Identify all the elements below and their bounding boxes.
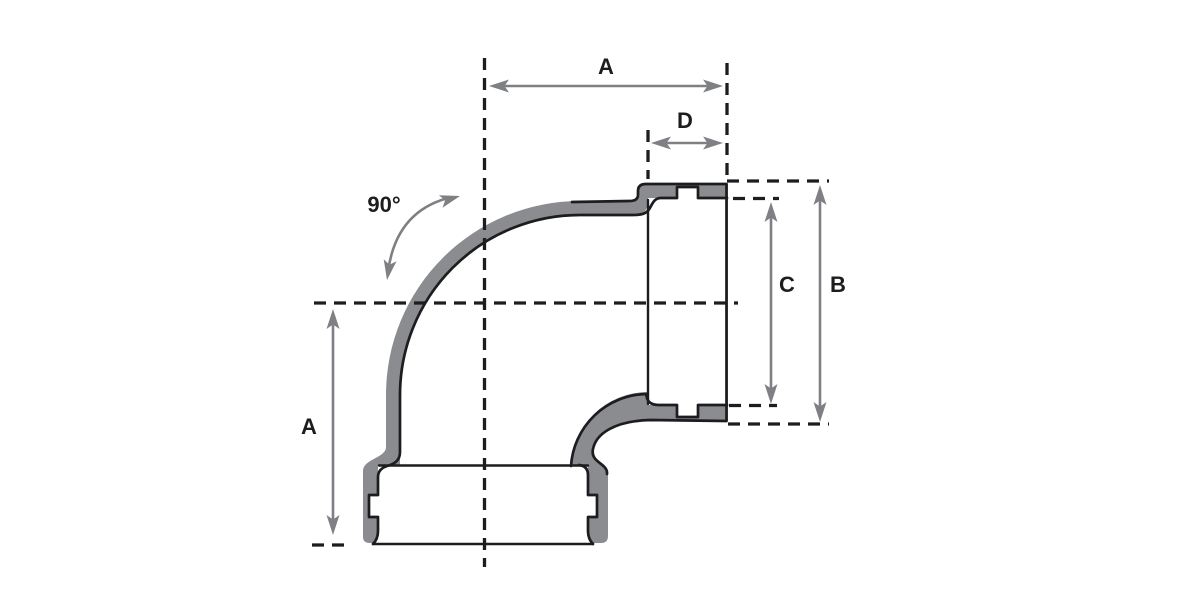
arrowhead-a-top-right-icon bbox=[703, 79, 723, 93]
arrowhead-d-left-icon bbox=[651, 136, 671, 150]
arrowhead-b-bottom-icon bbox=[813, 402, 827, 422]
dimension-lines bbox=[331, 84, 822, 522]
dimension-label-d: D bbox=[677, 108, 693, 133]
hub-socket-interior bbox=[648, 186, 727, 417]
dimension-label-b: B bbox=[830, 272, 846, 297]
dimension-label-c: C bbox=[779, 272, 795, 297]
arrowhead-a-left-top-icon bbox=[326, 309, 340, 329]
body-outer-outline bbox=[570, 182, 728, 476]
dimension-label-a-top: A bbox=[598, 54, 614, 79]
pipe-bore bbox=[400, 200, 648, 467]
arrowhead-angle-end-icon bbox=[438, 195, 460, 208]
socket-right-outline bbox=[577, 463, 599, 546]
arrowhead-c-bottom-icon bbox=[764, 384, 778, 404]
arrowhead-angle-start-icon bbox=[383, 259, 397, 280]
arrowhead-a-top-left-icon bbox=[489, 79, 509, 93]
arrowhead-b-top-icon bbox=[813, 185, 827, 205]
bore-upper-outline bbox=[367, 185, 729, 546]
arrowhead-a-left-bottom-icon bbox=[326, 515, 340, 535]
dimension-labels: A D A C B 90° bbox=[301, 54, 846, 439]
dimension-label-a-left: A bbox=[301, 414, 317, 439]
reference-lines bbox=[312, 58, 829, 567]
arrowhead-d-right-icon bbox=[703, 136, 723, 150]
cavity-group bbox=[369, 186, 727, 544]
angle-label-90: 90° bbox=[367, 192, 400, 217]
arrowhead-c-top-icon bbox=[764, 202, 778, 222]
angle-arc-line bbox=[386, 195, 453, 273]
dimension-arrowheads bbox=[326, 79, 827, 535]
bore-lower-outline bbox=[569, 392, 729, 468]
